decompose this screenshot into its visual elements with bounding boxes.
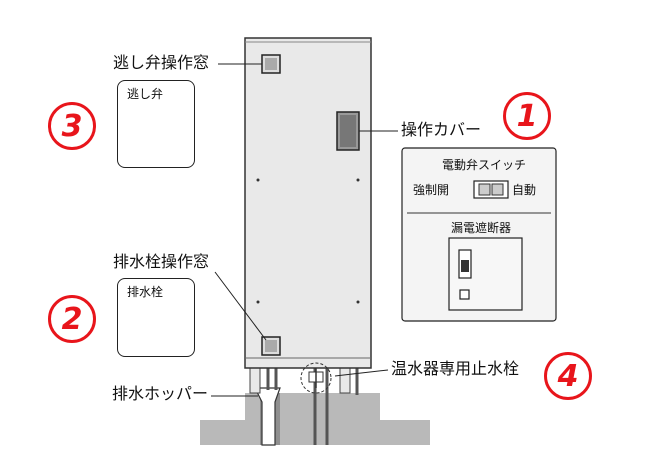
- relief-valve-window-inner: [265, 58, 277, 70]
- breaker-test-button[interactable]: [459, 289, 470, 300]
- marker-3: 3: [48, 102, 96, 150]
- label-drain-hopper: 排水ホッパー: [112, 384, 209, 403]
- drain-plug-inset-title: 排水栓: [127, 285, 164, 299]
- label-drain-plug-window: 排水栓操作窓: [113, 252, 210, 271]
- label-relief-valve-window: 逃し弁操作窓: [113, 53, 210, 72]
- marker-4: 4: [544, 352, 592, 400]
- operation-cover-inner: [340, 115, 356, 147]
- stop-valve-highlight: [300, 362, 332, 394]
- panel-switch-title: 電動弁スイッチ: [442, 158, 527, 172]
- switch-knob-right: [491, 183, 504, 196]
- drain-hopper-shape: [254, 387, 281, 446]
- switch-knob-left: [478, 183, 491, 196]
- leader-stop-valve: [334, 369, 389, 377]
- body-dot: [356, 300, 360, 304]
- body-dot: [256, 300, 260, 304]
- label-operation-cover: 操作カバー: [401, 120, 482, 139]
- panel-breaker-title: 漏電遮断器: [451, 221, 512, 235]
- water-heater-unit: [244, 37, 372, 369]
- marker-2: 2: [48, 295, 96, 343]
- body-dot: [256, 178, 260, 182]
- breaker-lever-inner: [461, 260, 469, 272]
- panel-switch-left: 強制開: [413, 183, 450, 197]
- body-dot: [356, 178, 360, 182]
- leader-drain-window: [214, 271, 267, 341]
- unit-leg-right: [339, 364, 351, 394]
- relief-valve-inset-title: 逃し弁: [127, 87, 164, 101]
- drain-plug-inset: 排水栓: [117, 278, 195, 357]
- marker-1: 1: [503, 92, 551, 140]
- label-water-stop-valve: 温水器専用止水栓: [391, 359, 520, 378]
- unit-leg-left: [249, 364, 261, 394]
- panel-switch-right: 自動: [512, 183, 537, 197]
- drain-plug-window-inner: [265, 340, 277, 352]
- relief-valve-inset: 逃し弁: [117, 80, 195, 168]
